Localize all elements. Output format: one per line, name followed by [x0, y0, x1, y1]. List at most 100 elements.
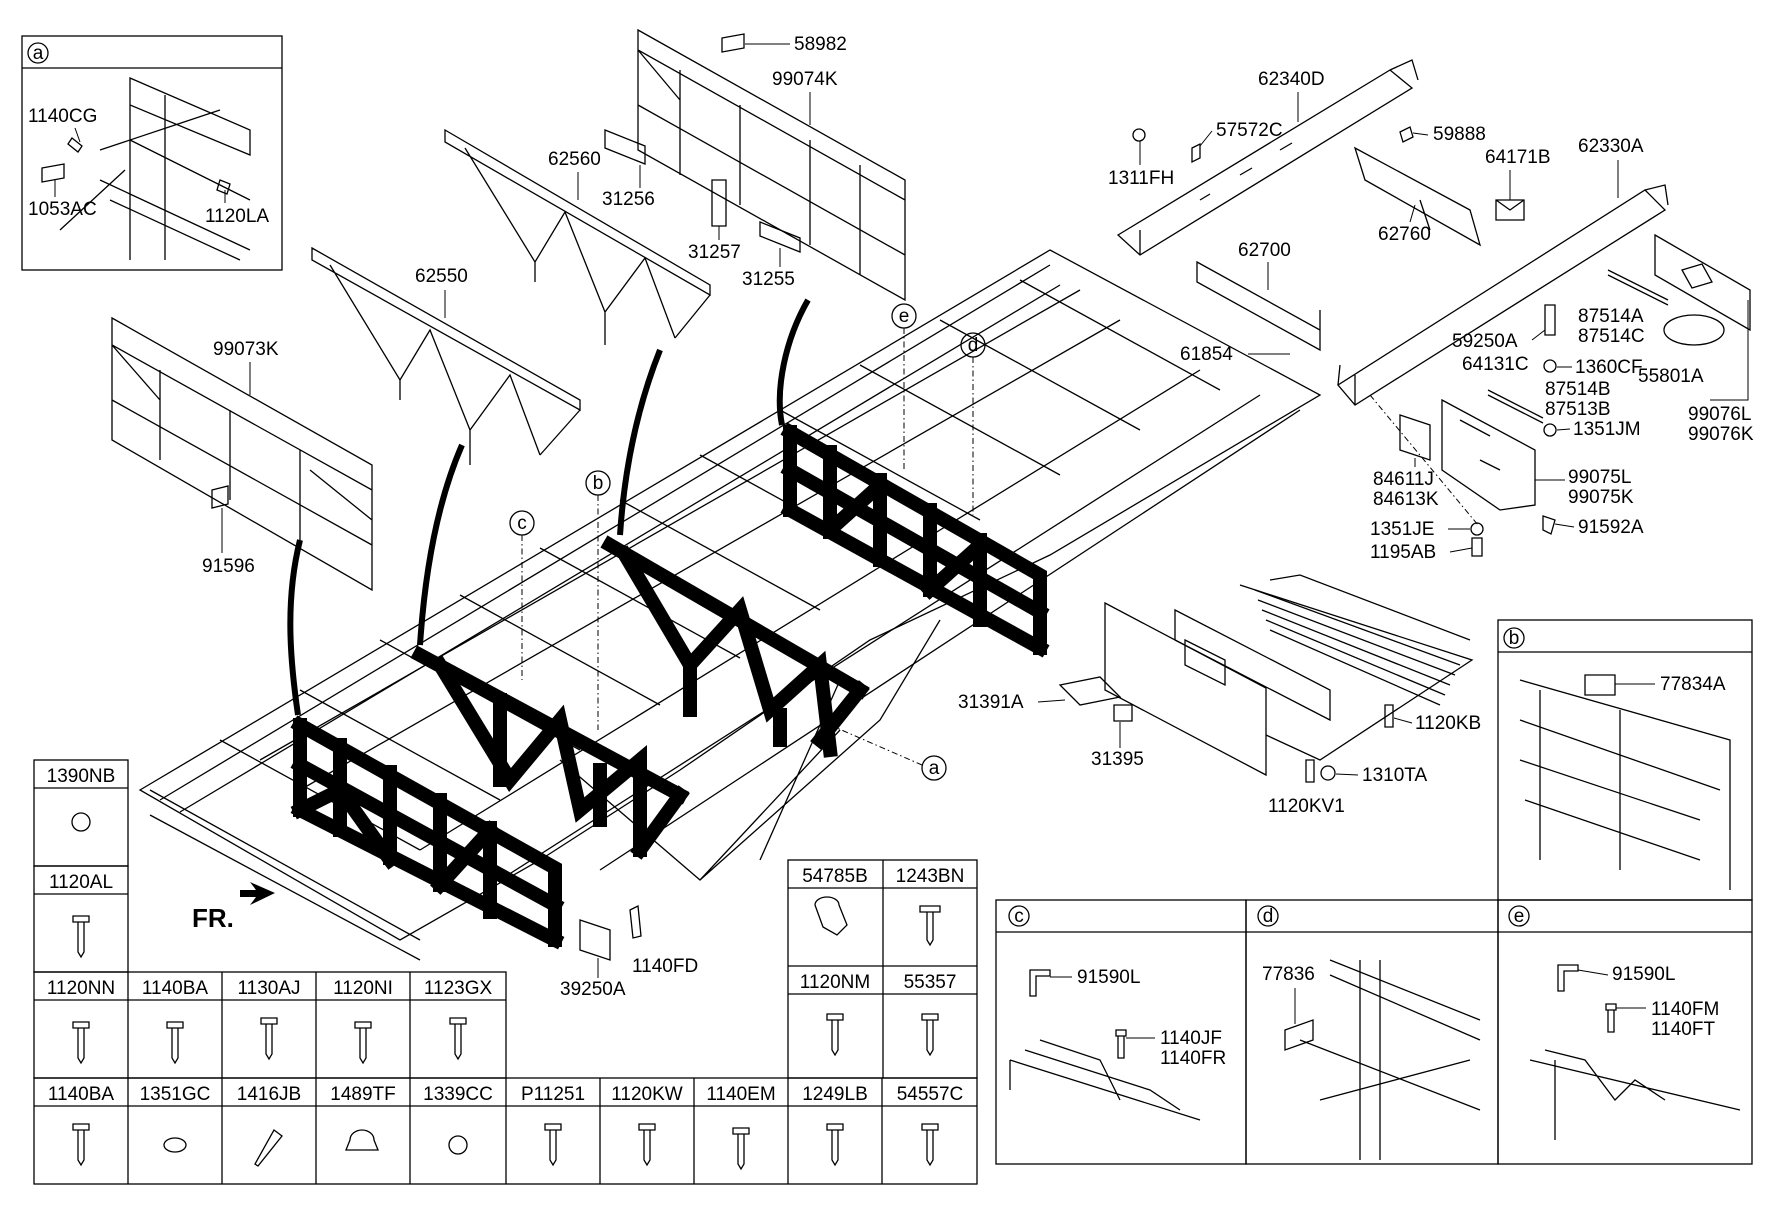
pointer-stroke-4 [776, 298, 811, 426]
label-91596: 91596 [202, 556, 255, 577]
bracket-77834a-icon [1584, 674, 1616, 696]
detail-a-frame [21, 35, 283, 271]
front-arrow-icon [240, 882, 275, 905]
label-39250a: 39250A [560, 979, 626, 1000]
callout-b: b [593, 473, 604, 494]
leader [1199, 130, 1213, 147]
bulkhead-middle-1 [410, 645, 690, 860]
label-87514a: 87514A [1578, 306, 1644, 327]
plate-39250a-icon [579, 919, 611, 961]
label-62760: 62760 [1378, 224, 1431, 245]
bolt-1120nn-icon [72, 1021, 90, 1065]
bolt-1120kw-icon [638, 1123, 656, 1167]
label-1249lb: 1249LB [802, 1084, 868, 1105]
nut-1339cc-icon [448, 1135, 468, 1155]
label-84611j: 84611J [1373, 469, 1434, 490]
detail-e-letter: e [1514, 906, 1525, 927]
part-62760-sketch [1353, 146, 1482, 247]
bracket-91596-icon [211, 485, 229, 509]
detail-a-bolt-icon [67, 137, 83, 153]
bolt-55357-icon [921, 1013, 939, 1057]
detail-e-box: e 91590L 1140FM 1140FT [1497, 899, 1753, 1165]
label-62560: 62560 [548, 149, 601, 170]
bolt-1120nm-icon [826, 1013, 844, 1057]
detail-e-letter-circle [1508, 905, 1530, 927]
detail-e-label-1: 91590L [1612, 964, 1675, 985]
callout-e: e [899, 306, 910, 327]
bolt-p11251-icon [544, 1123, 562, 1167]
label-1416jb: 1416JB [237, 1084, 301, 1105]
detail-d-letter-circle [1257, 905, 1279, 927]
clip-59888-icon [1399, 126, 1414, 143]
bolt-1120ni-icon [354, 1021, 372, 1065]
detail-d-label-1: 77836 [1262, 964, 1315, 985]
part-62550-sketch [311, 246, 581, 465]
label-99075k: 99075K [1568, 487, 1634, 508]
leader [1393, 717, 1413, 724]
label-64171b: 64171B [1485, 147, 1551, 168]
leader [74, 127, 81, 143]
hanger-dash-line [1369, 394, 1479, 526]
part-62340d: 62340D [1116, 59, 1419, 256]
strip-87514a-icon [1607, 269, 1669, 306]
detail-a-label-2: 1053AC [28, 199, 97, 220]
leader [1710, 300, 1749, 401]
detail-b-letter-circle [1503, 627, 1525, 649]
detail-e-label-2: 1140FM [1651, 999, 1719, 1020]
label-99074k: 99074K [772, 69, 838, 90]
label-1120nm: 1120NM [800, 972, 870, 993]
deck-outline [138, 249, 1322, 941]
detail-d-box: d 77836 [1245, 899, 1499, 1165]
nut-1311fh-icon [1132, 128, 1146, 142]
detail-a-label-3: 1120LA [205, 206, 269, 227]
fastener-table: 1390NB 1120AL 1120NN 1140BA 1130AJ 1120N… [33, 759, 978, 1185]
nut-1351jm-icon [1543, 423, 1557, 437]
bolt-1120al-icon [72, 915, 90, 959]
label-1120kb: 1120KB [1415, 713, 1481, 734]
bulkhead-middle-2-truss [600, 535, 870, 758]
label-31395: 31395 [1091, 749, 1144, 770]
label-1140em: 1140EM [706, 1084, 775, 1105]
washer-1351je-icon [1470, 522, 1484, 536]
front-direction-indicator: FR. [192, 882, 275, 933]
bolt-1130aj-icon [260, 1017, 278, 1061]
label-31255: 31255 [742, 269, 795, 290]
leader [1531, 329, 1546, 341]
label-54785b: 54785B [802, 866, 868, 887]
part-62700-sketch [1196, 260, 1321, 352]
detail-c-label-2: 1140JF [1160, 1028, 1222, 1049]
detail-a-letter: a [33, 43, 44, 64]
detail-b-sketch [1519, 679, 1731, 890]
leader [1554, 523, 1575, 528]
callout-d: d [968, 335, 979, 356]
label-1351je: 1351JE [1370, 519, 1434, 540]
leader [1412, 132, 1429, 136]
leader [1556, 428, 1571, 431]
front-lower-beam [149, 789, 421, 961]
label-99076l: 99076L [1688, 404, 1751, 425]
bracket-31256-icon [604, 129, 646, 165]
bolt-1140em-icon [732, 1127, 750, 1171]
label-87513b: 87513B [1545, 399, 1611, 420]
detail-c-label-3: 1140FR [1160, 1048, 1226, 1069]
rear-hanger-assembly: 84611J 84613K 99075L 99075K 1351JE 1195A… [1369, 394, 1644, 563]
label-1311fh: 1311FH [1108, 168, 1174, 189]
pointer-strokes [287, 298, 811, 716]
label-99076k: 99076K [1688, 424, 1754, 445]
part-59888-64171b: 59888 64171B [1399, 124, 1551, 221]
bracket-31255-icon [759, 221, 801, 253]
detail-c-box: c 91590L 1140JF 1140FR [995, 899, 1247, 1165]
washer-1351gc-icon [163, 1137, 187, 1153]
label-31391a: 31391A [958, 692, 1024, 713]
label-55801a: 55801A [1638, 366, 1704, 387]
detail-b-box: b 77834A [1497, 619, 1753, 901]
deck-longitudinal-rails [259, 289, 1301, 881]
label-1120nn: 1120NN [47, 978, 115, 999]
part-99076-frame-sketch [1654, 233, 1751, 332]
hitch-bracket-icon [1681, 263, 1713, 289]
pointer-stroke-3 [617, 348, 663, 536]
detail-b-letter: b [1509, 628, 1520, 649]
leader [1577, 969, 1609, 976]
detail-c-letter-circle [1008, 905, 1030, 927]
